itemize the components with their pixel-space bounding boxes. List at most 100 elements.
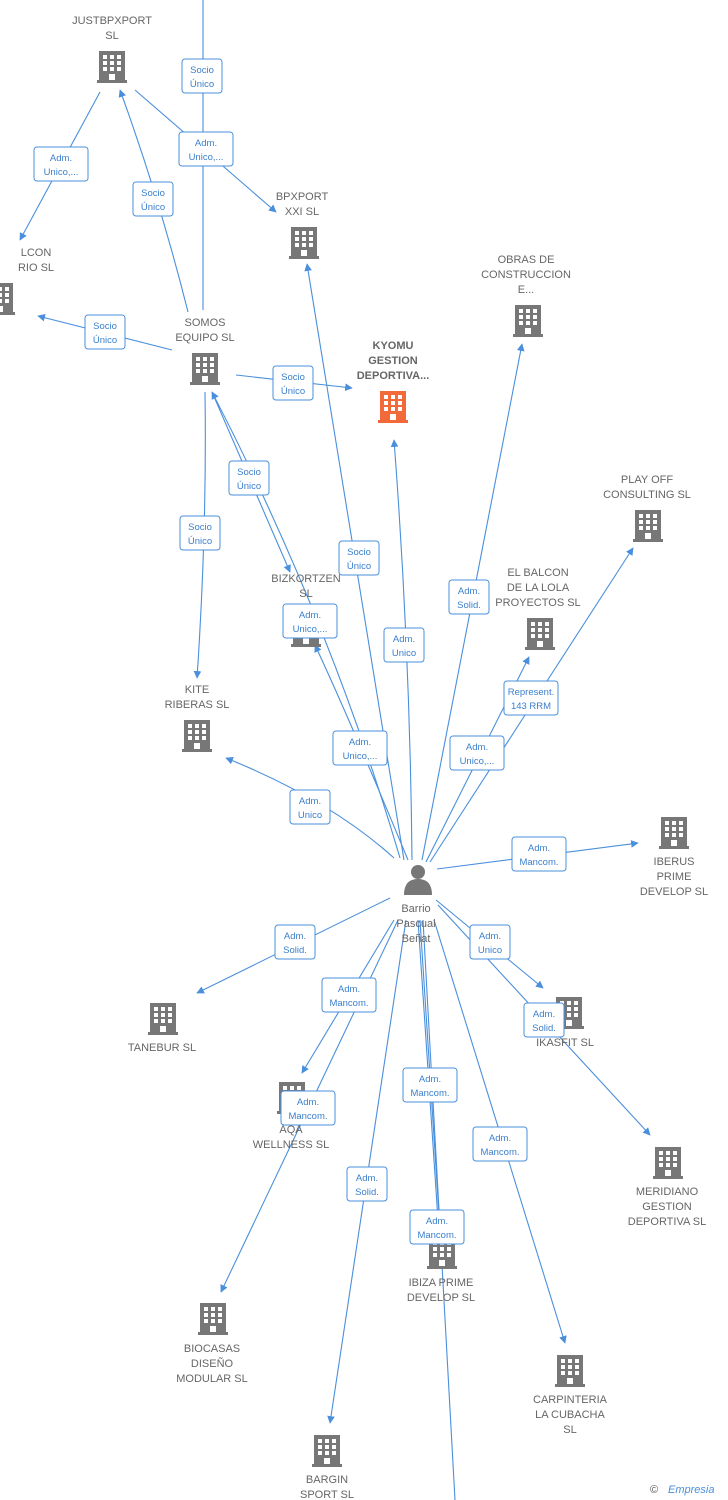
edge-label-text: Socio xyxy=(281,372,305,383)
edge-label[interactable]: Adm.Unico,... xyxy=(33,146,89,182)
building-icon xyxy=(653,1147,683,1179)
edge-label-text: Unico xyxy=(298,810,322,821)
edge-label-text: Adm. xyxy=(528,843,550,854)
node-obras[interactable]: OBRAS DECONSTRUCCIONE... xyxy=(481,254,571,337)
person-icon xyxy=(404,865,432,895)
edge-label-text: Solid. xyxy=(283,945,307,956)
edge-label-text: Represent. xyxy=(508,687,554,698)
edge-label-box xyxy=(503,680,559,716)
node-label-line: SPORT SL xyxy=(300,1489,354,1500)
node-ikasfit[interactable]: IKASFIT SL xyxy=(536,997,594,1049)
edge-label[interactable]: Adm.Unico xyxy=(383,627,425,663)
edge-label-text: Unico xyxy=(392,648,416,659)
node-label-line: BIOCASAS xyxy=(184,1343,240,1355)
edge-label-text: Mancom. xyxy=(417,1230,456,1241)
edge-label-box xyxy=(409,1209,465,1245)
node-tanebur[interactable]: TANEBUR SL xyxy=(128,1003,196,1054)
edge-label-text: Solid. xyxy=(532,1023,556,1034)
edge-label-text: Adm. xyxy=(458,586,480,597)
node-kyomu[interactable]: KYOMUGESTIONDEPORTIVA... xyxy=(357,340,430,423)
node-label-line: TANEBUR SL xyxy=(128,1042,196,1054)
edge-label[interactable]: Adm.Mancom. xyxy=(409,1209,465,1245)
edge-label[interactable]: Adm.Unico,... xyxy=(332,730,388,766)
edge-label[interactable]: Adm.Unico,... xyxy=(282,603,338,639)
node-label-line: CARPINTERIA xyxy=(533,1394,608,1406)
edge-label-text: Adm. xyxy=(356,1173,378,1184)
edge-label-text: Adm. xyxy=(349,737,371,748)
edge-label-box xyxy=(338,540,380,576)
edge-label[interactable]: Adm.Solid. xyxy=(523,1002,565,1038)
edge-label-text: Único xyxy=(93,335,117,346)
node-ibiza[interactable]: IBIZA PRIME DEVELOP SL xyxy=(407,1237,475,1304)
node-label-line: CONSULTING SL xyxy=(603,489,691,501)
edge-label[interactable]: Adm.Solid. xyxy=(448,579,490,615)
edge-label[interactable]: Adm. Solid. xyxy=(274,924,316,960)
edge-label-box xyxy=(346,1166,388,1202)
edge-label[interactable]: Represent.143 RRM xyxy=(503,680,559,716)
edge-label-box xyxy=(274,924,316,960)
edge-label-text: Único xyxy=(188,536,212,547)
edge-label-text: Socio xyxy=(190,65,214,76)
edge-label-box xyxy=(228,460,270,496)
brand-name: Empresia xyxy=(668,1484,714,1496)
edge-label-text: Unico xyxy=(478,945,502,956)
node-label-line: BIZKORTZEN xyxy=(271,573,341,585)
node-label-line: OBRAS DE xyxy=(498,254,555,266)
node-label-line: XXI SL xyxy=(285,206,319,218)
node-label-line: Beñat xyxy=(402,933,431,945)
edge-label-text: Unico,... xyxy=(460,756,495,767)
node-bargin[interactable]: BARGIN SPORT SL xyxy=(300,1435,354,1500)
edge-label-box xyxy=(448,579,490,615)
edge-label-box xyxy=(280,1090,336,1126)
edge-label[interactable]: Adm.Mancom. xyxy=(280,1090,336,1126)
edge-label-text: Socio xyxy=(188,522,212,533)
edge-label[interactable]: Adm.Mancom. xyxy=(402,1067,458,1103)
edge-label[interactable]: Adm. Unico,... xyxy=(449,735,505,771)
edge-label-box xyxy=(289,789,331,825)
node-label-line: BARGIN xyxy=(306,1474,348,1486)
node-label-line: DEVELOP SL xyxy=(407,1292,475,1304)
building-icon xyxy=(513,305,543,337)
edge-label[interactable]: Adm.Unico xyxy=(289,789,331,825)
building-icon xyxy=(525,618,555,650)
edge-label[interactable]: Adm.Mancom. xyxy=(321,977,377,1013)
edge-label[interactable]: Adm. Unico xyxy=(469,924,511,960)
edge-label[interactable]: Adm.Mancom. xyxy=(472,1126,528,1162)
edge-label-box xyxy=(179,515,221,551)
edge-label-text: Adm. xyxy=(479,931,501,942)
edge-label[interactable]: Adm.Solid. xyxy=(346,1166,388,1202)
node-label-line: IBIZA PRIME xyxy=(409,1277,474,1289)
edge-label-text: Adm. xyxy=(466,742,488,753)
edge-label[interactable]: Adm.Unico,... xyxy=(178,131,234,167)
node-label-line: Pascual xyxy=(396,918,435,930)
edge-label[interactable]: Adm.Mancom. xyxy=(511,836,567,872)
node-label-line: IKASFIT SL xyxy=(536,1037,594,1049)
edge-label-box xyxy=(84,314,126,350)
building-icon xyxy=(555,1355,585,1387)
edge-label-text: Adm. xyxy=(284,931,306,942)
node-label-line: DISEÑO xyxy=(191,1357,234,1370)
node-label-line: IBERUS xyxy=(654,856,695,868)
node-label-line: DEVELOP SL xyxy=(640,886,708,898)
